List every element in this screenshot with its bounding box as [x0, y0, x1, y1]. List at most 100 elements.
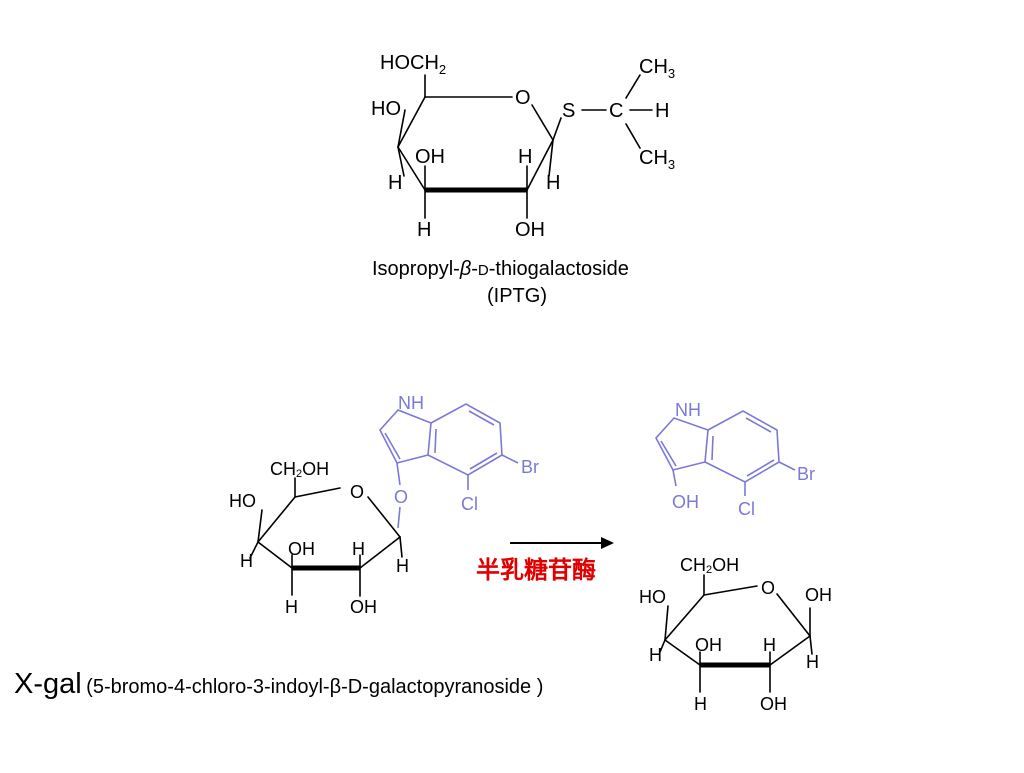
iptg-oh-inner: OH	[415, 146, 445, 168]
product-ch2oh-label: CH2OH	[680, 555, 739, 576]
xgal-indole-bond	[397, 506, 401, 529]
iptg-ch3-bottom: CH3	[639, 147, 675, 172]
iptg-h-label: H	[655, 100, 669, 122]
iptg-bond	[625, 123, 641, 149]
xgal-ch2oh-label: CH2OH	[270, 459, 329, 480]
iptg-sulfur: S	[562, 100, 575, 122]
xgal-ho-label: HO	[229, 491, 256, 511]
product-oh-label: OH	[672, 492, 699, 512]
xgal-structure: NH O Br Cl CH2OH HO O OH H H	[229, 393, 539, 617]
xgal-indole-bond	[468, 410, 495, 426]
xgal-bond	[359, 536, 401, 569]
xgal-indole-bond	[396, 462, 401, 486]
product-galactose-bond	[659, 639, 666, 653]
xgal-caption-main: X-gal	[14, 668, 82, 700]
xgal-bond	[399, 536, 403, 558]
iptg-ho-label: HO	[371, 98, 401, 120]
product-galactose: CH2OH HO O OH OH H H H H OH	[639, 555, 832, 714]
xgal-caption-detail: (5-bromo-4-chloro-3-indoyl-β-D-galactopy…	[86, 676, 544, 698]
iptg-h-bottom: H	[417, 219, 431, 241]
iptg-h-left: H	[388, 172, 402, 194]
iptg-bond	[397, 96, 426, 148]
xgal-ring-oxygen: O	[350, 482, 364, 502]
iptg-oh-bottom: OH	[515, 219, 545, 241]
product-galactose-bond	[664, 594, 705, 641]
xgal-indole: NH O Br Cl	[379, 393, 539, 529]
xgal-bond	[249, 541, 259, 559]
iptg-bond	[548, 139, 554, 177]
product-ho-label: HO	[639, 587, 666, 607]
arrow-head	[601, 537, 614, 549]
xgal-cl-label: Cl	[461, 494, 478, 514]
xgal-bond	[257, 509, 263, 543]
iptg-bond	[526, 139, 554, 191]
xgal-indole-bond	[384, 432, 401, 460]
iptg-abbreviation: (IPTG)	[487, 285, 547, 307]
product-galactose-bond	[769, 635, 811, 666]
product-h-right: H	[806, 652, 819, 672]
iptg-bond	[531, 104, 554, 141]
product-indole-bond	[711, 435, 714, 461]
xgal-oh-bottom: OH	[350, 597, 377, 617]
xgal-oh-inner: OH	[288, 539, 315, 559]
iptg-h-right: H	[546, 172, 560, 194]
iptg-structure: HOCH2 HO O S C H CH3 CH3 OH H H H H OH I…	[371, 52, 675, 307]
product-ring-oxygen: O	[761, 578, 775, 598]
reaction-arrow	[510, 537, 614, 549]
iptg-ch3-top: CH3	[639, 56, 675, 81]
product-galactose-bond	[664, 639, 701, 666]
xgal-h-bottom: H	[285, 597, 298, 617]
enzyme-label: 半乳糖苷酶	[476, 556, 596, 584]
product-h-bottom: H	[694, 694, 707, 714]
product-oh-right: OH	[805, 585, 832, 605]
xgal-indole-bond	[434, 428, 437, 454]
xgal-indole-bond	[501, 454, 519, 464]
product-indole-bond	[704, 410, 780, 483]
xgal-indole-bond	[427, 403, 503, 476]
iptg-h-inner: H	[518, 146, 532, 168]
product-oh-inner: OH	[695, 635, 722, 655]
iptg-carbon: C	[609, 100, 623, 122]
xgal-indole-bond	[469, 452, 498, 470]
product-indole-bond	[778, 461, 796, 471]
xgal-h-left: H	[240, 551, 253, 571]
product-indole-bond	[746, 459, 775, 477]
iptg-ring-oxygen: O	[515, 87, 531, 109]
product-indole-bond	[655, 417, 709, 471]
iptg-hoch2-label: HOCH2	[380, 52, 446, 77]
iptg-bond	[397, 146, 426, 191]
product-oh-bottom: OH	[760, 694, 787, 714]
product-nh-label: NH	[675, 400, 701, 420]
xgal-br-label: Br	[521, 457, 539, 477]
product-galactose-bond	[776, 593, 811, 637]
xgal-h-right: H	[396, 556, 409, 576]
product-galactose-bond	[809, 635, 813, 655]
product-indole-bond	[745, 417, 772, 433]
product-br-label: Br	[797, 464, 815, 484]
xgal-h-inner: H	[352, 539, 365, 559]
xgal-bond	[257, 541, 293, 569]
product-h-inner: H	[763, 635, 776, 655]
product-galactose-bond	[664, 605, 669, 641]
xgal-o-link-label: O	[394, 487, 408, 507]
iptg-name: Isopropyl-β-D-thiogalactoside	[372, 258, 629, 280]
xgal-bond	[294, 487, 341, 498]
xgal-galactose: CH2OH HO O OH H H H H OH	[229, 459, 409, 617]
product-indole: NH Br OH Cl	[655, 400, 815, 519]
product-galactose-bond	[703, 585, 758, 596]
iptg-bond	[397, 146, 405, 177]
xgal-caption: X-gal (5-bromo-4-chloro-3-indoyl-β-D-gal…	[14, 668, 543, 701]
product-cl-label: Cl	[738, 499, 755, 519]
product-indole-bond	[660, 440, 677, 467]
xgal-nh-label: NH	[398, 393, 424, 413]
iptg-bond	[397, 109, 406, 148]
iptg-bond	[625, 74, 641, 99]
iptg-bond	[552, 117, 562, 141]
product-indole-bond	[672, 469, 677, 487]
xgal-indole-bond	[379, 409, 432, 464]
product-h-left: H	[649, 645, 662, 665]
xgal-bond	[367, 496, 401, 538]
xgal-bond	[257, 496, 296, 543]
